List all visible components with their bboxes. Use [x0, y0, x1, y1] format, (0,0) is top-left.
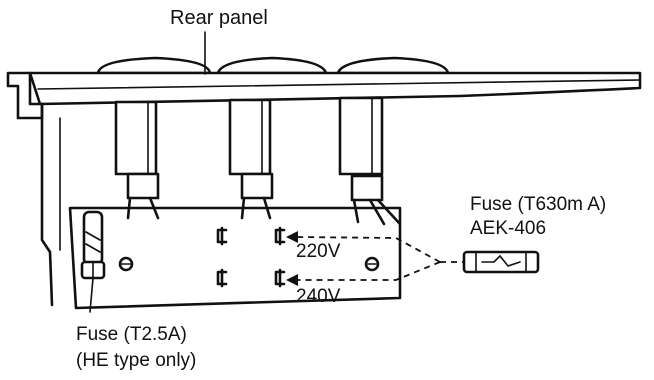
arrow-220v-line — [293, 236, 441, 263]
voltage-220-label: 220V — [296, 241, 341, 262]
fuse-small — [462, 250, 540, 274]
fuse-small-label-2: AEK-406 — [470, 218, 546, 239]
panel-edge-line — [37, 79, 641, 90]
arrow-240v-line — [294, 261, 441, 281]
arrow-220v-head — [286, 231, 298, 243]
fuse-large-leader — [89, 277, 94, 313]
fuse-large — [82, 210, 104, 266]
fuse-large-label-1: Fuse (T2.5A) — [76, 324, 187, 345]
panel-top-plate — [28, 71, 642, 106]
chassis-left-wall — [40, 102, 54, 307]
fuse-small-label-1: Fuse (T630m A) — [470, 194, 606, 215]
panel-hump-3 — [336, 56, 450, 75]
socket-blocks — [114, 96, 402, 226]
circuit-board — [68, 206, 402, 313]
socket-block-2 — [228, 98, 272, 176]
panel-hump-2 — [216, 56, 328, 75]
board-outline — [68, 206, 402, 310]
fuse-clip-bl — [216, 268, 228, 288]
voltage-240-label: 240V — [296, 286, 341, 307]
socket-clip-2 — [240, 172, 274, 200]
fuse-large-label-2: (HE type only) — [76, 350, 196, 371]
insertion-arrows — [286, 231, 464, 286]
rear-panel-label: Rear panel — [170, 7, 268, 29]
socket-block-1 — [114, 100, 158, 176]
socket-clip-1 — [126, 172, 160, 200]
socket-clip-3 — [350, 174, 384, 202]
panel-hump-1 — [96, 56, 212, 75]
fuse-clip-tl — [216, 226, 228, 246]
fuse-small-body — [462, 250, 540, 274]
socket-block-3 — [338, 96, 384, 176]
arrow-240v-head — [286, 274, 298, 286]
fuse-clip-br — [274, 268, 286, 288]
fuse-clip-tr — [274, 226, 286, 246]
rear-panel — [6, 56, 642, 307]
